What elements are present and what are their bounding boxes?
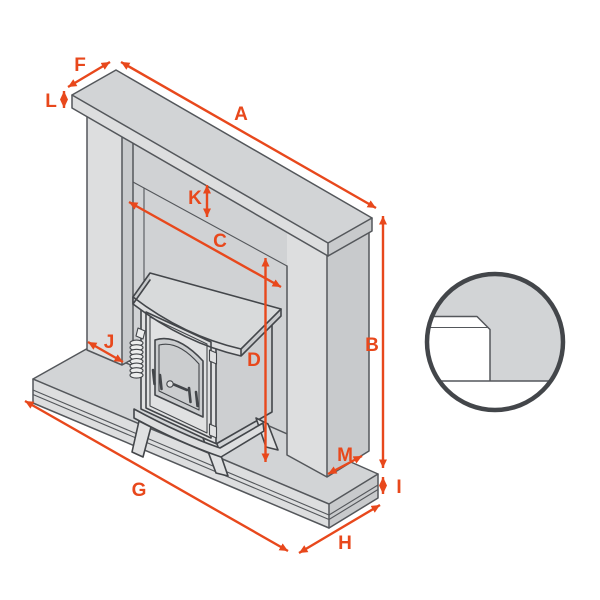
dim-label-H: H bbox=[338, 533, 352, 554]
dim-label-K: K bbox=[188, 188, 202, 209]
chamfered-edge-profile bbox=[427, 316, 490, 381]
dim-label-D: D bbox=[247, 350, 261, 371]
dimension-B: B bbox=[365, 216, 387, 468]
stove-top-plate bbox=[132, 272, 282, 357]
right-pilaster bbox=[286, 229, 370, 478]
detail-inset-circle bbox=[424, 271, 566, 413]
dim-label-M: M bbox=[337, 445, 353, 466]
dimension-A: A bbox=[120, 60, 377, 210]
stove-door bbox=[129, 311, 218, 439]
dim-label-C: C bbox=[213, 231, 227, 252]
stove-door-handle bbox=[166, 380, 189, 392]
dimension-L: L bbox=[45, 91, 68, 112]
dim-label-I: I bbox=[396, 477, 401, 498]
dimension-K: K bbox=[188, 185, 211, 217]
dim-label-L: L bbox=[45, 91, 57, 112]
dimension-I: I bbox=[379, 477, 402, 498]
dimensions: A B C D F G H I bbox=[24, 55, 402, 555]
dim-label-A: A bbox=[234, 104, 248, 125]
dim-label-F: F bbox=[74, 55, 86, 76]
dim-label-B: B bbox=[365, 335, 379, 356]
left-pilaster bbox=[86, 115, 134, 366]
dim-label-G: G bbox=[132, 480, 147, 501]
dim-label-J: J bbox=[104, 332, 115, 353]
dimension-H: H bbox=[298, 503, 381, 555]
dimension-F: F bbox=[67, 55, 111, 89]
dimension-G: G bbox=[24, 399, 289, 553]
dimension-J: J bbox=[87, 332, 124, 364]
stove-coil-handle bbox=[129, 327, 146, 379]
dimension-C: C bbox=[128, 200, 282, 289]
dimension-M: M bbox=[327, 445, 363, 476]
